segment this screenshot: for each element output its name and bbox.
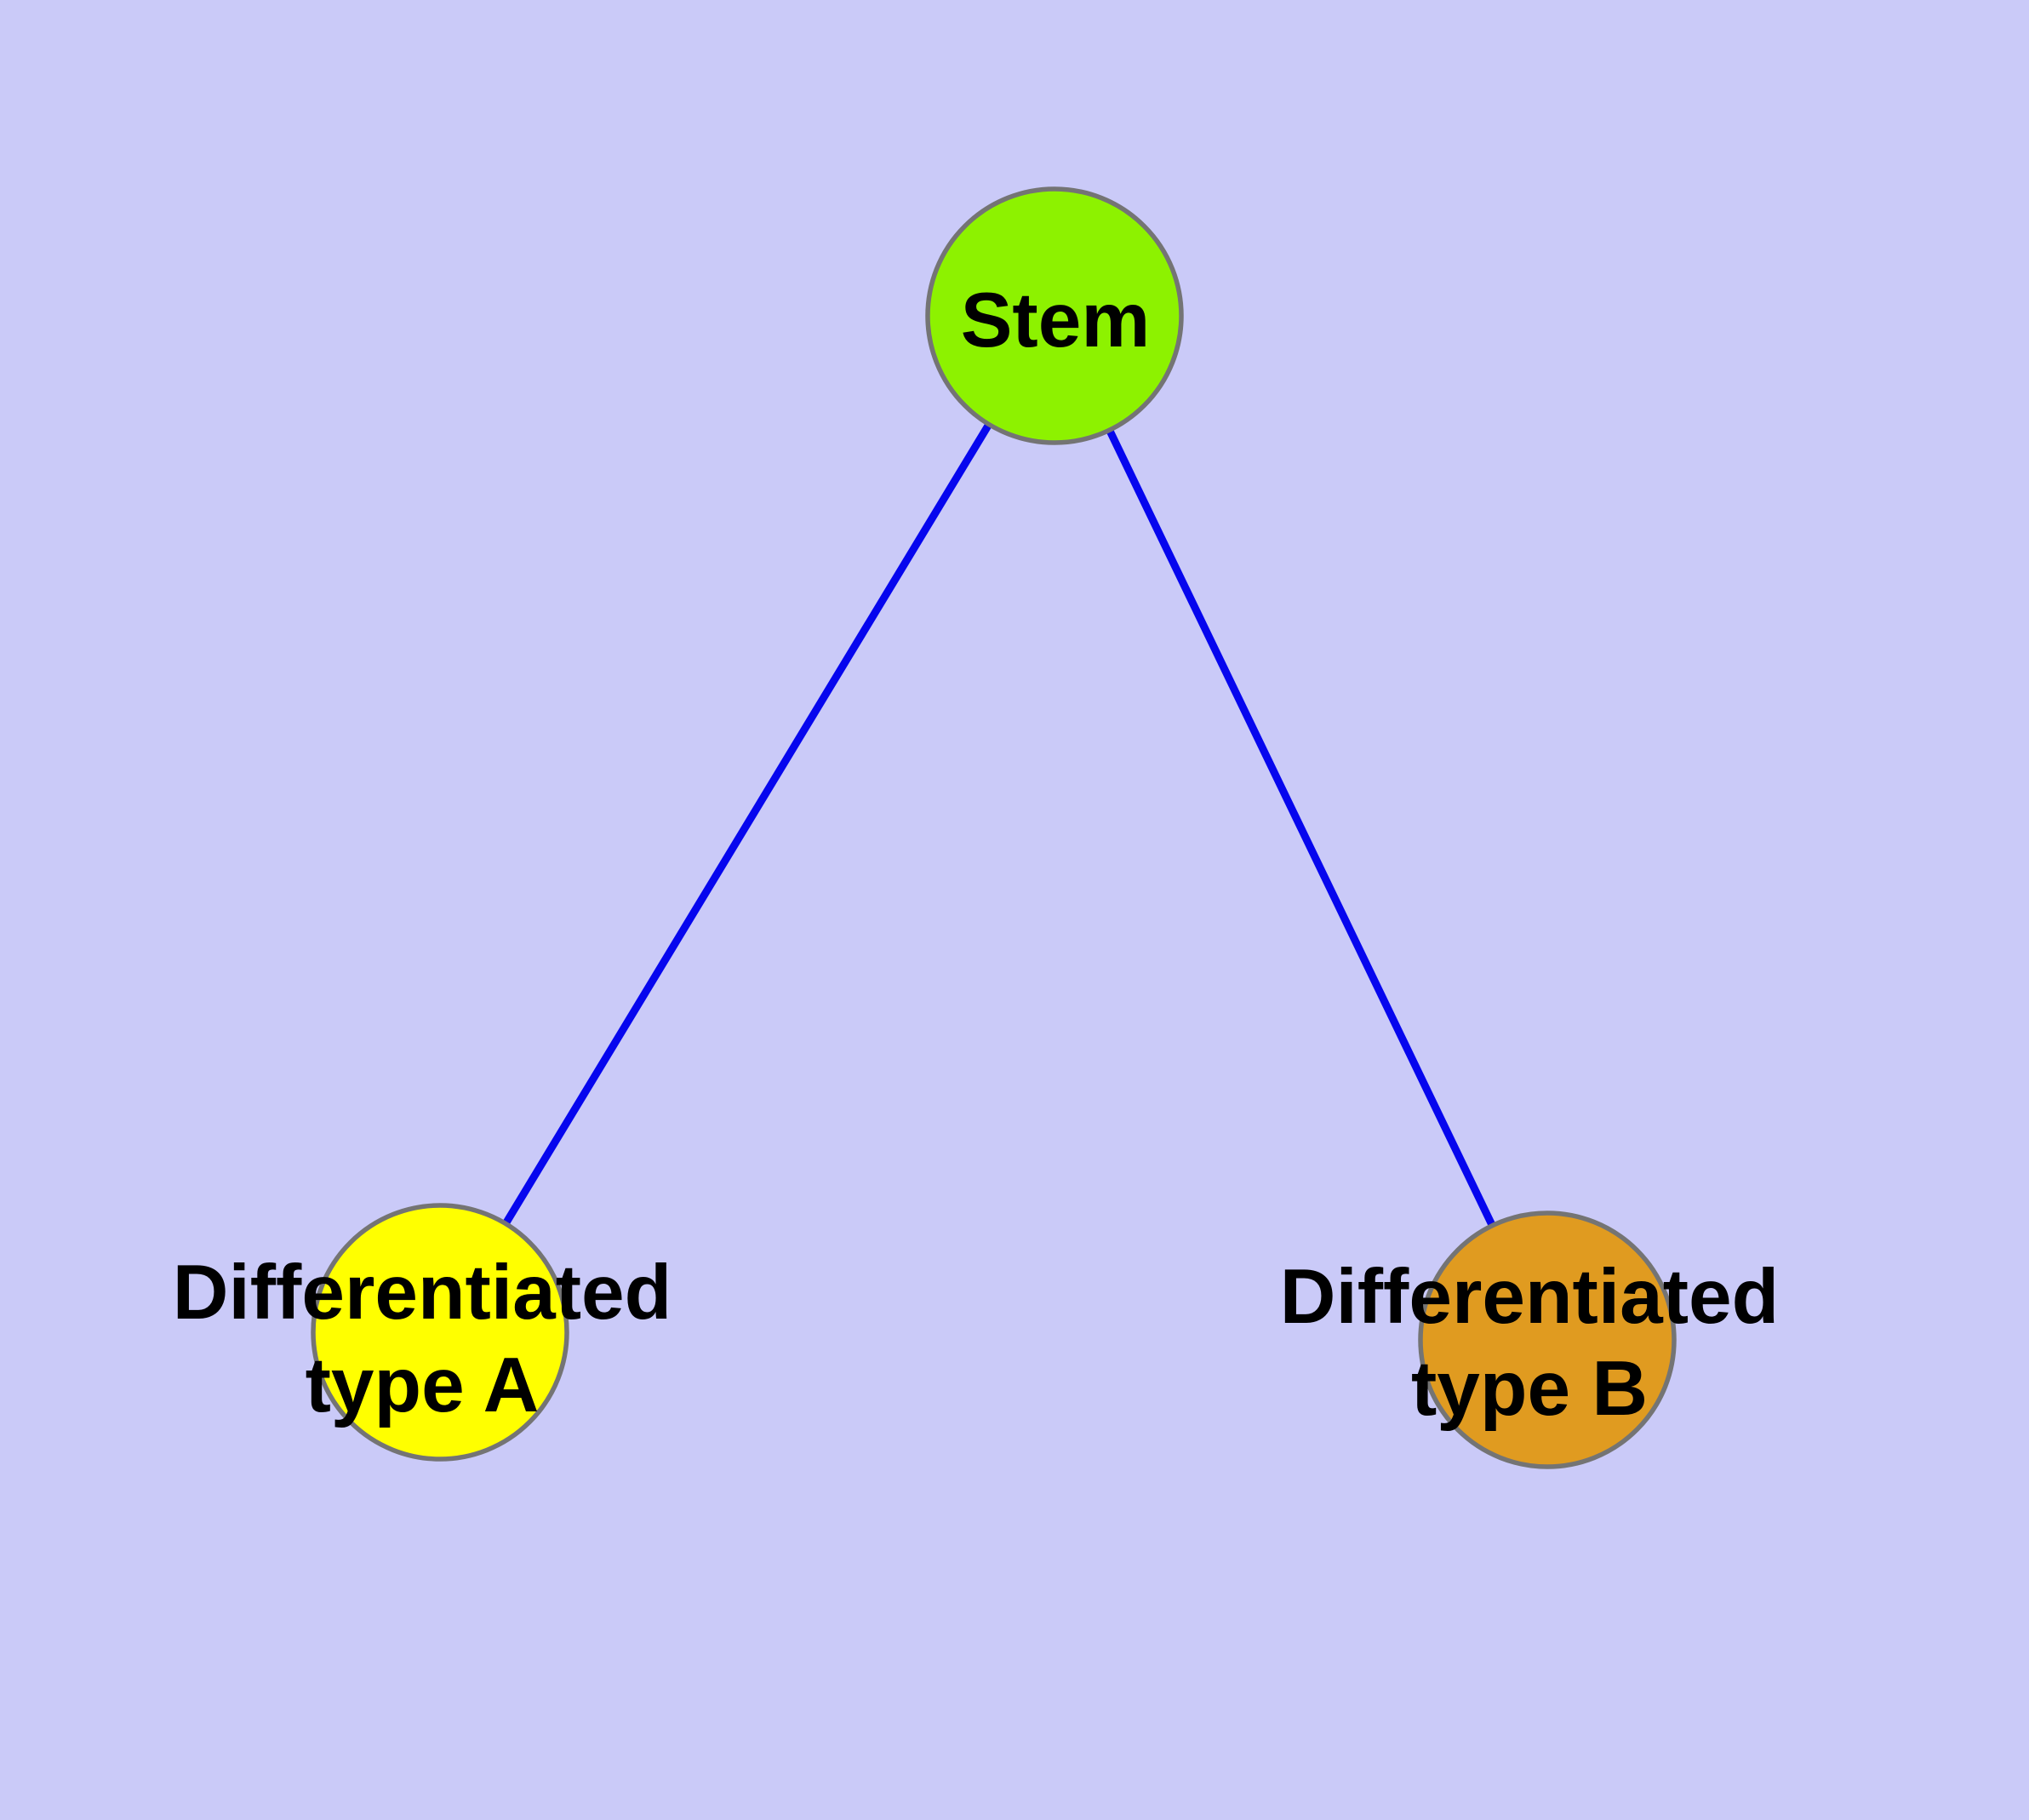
node-differentiated-type-a: Differentiated type A	[173, 1203, 672, 1462]
node-stem-label: Stem	[961, 278, 1151, 363]
node-stem: Stem	[925, 186, 1184, 445]
node-type-a-circle	[311, 1203, 569, 1462]
node-type-a-label-line2: type A	[306, 1342, 540, 1428]
node-type-b-label-line2: type B	[1411, 1346, 1648, 1432]
edge-stem-to-type-b	[1050, 312, 1552, 1344]
node-differentiated-type-b: Differentiated type B	[1280, 1210, 1780, 1469]
edge-stem-to-type-a	[436, 312, 1059, 1336]
node-type-b-label-line1: Differentiated	[1280, 1254, 1780, 1340]
node-type-a-label-line1: Differentiated	[173, 1250, 672, 1336]
node-stem-circle	[925, 186, 1184, 445]
node-type-b-circle	[1418, 1210, 1677, 1469]
